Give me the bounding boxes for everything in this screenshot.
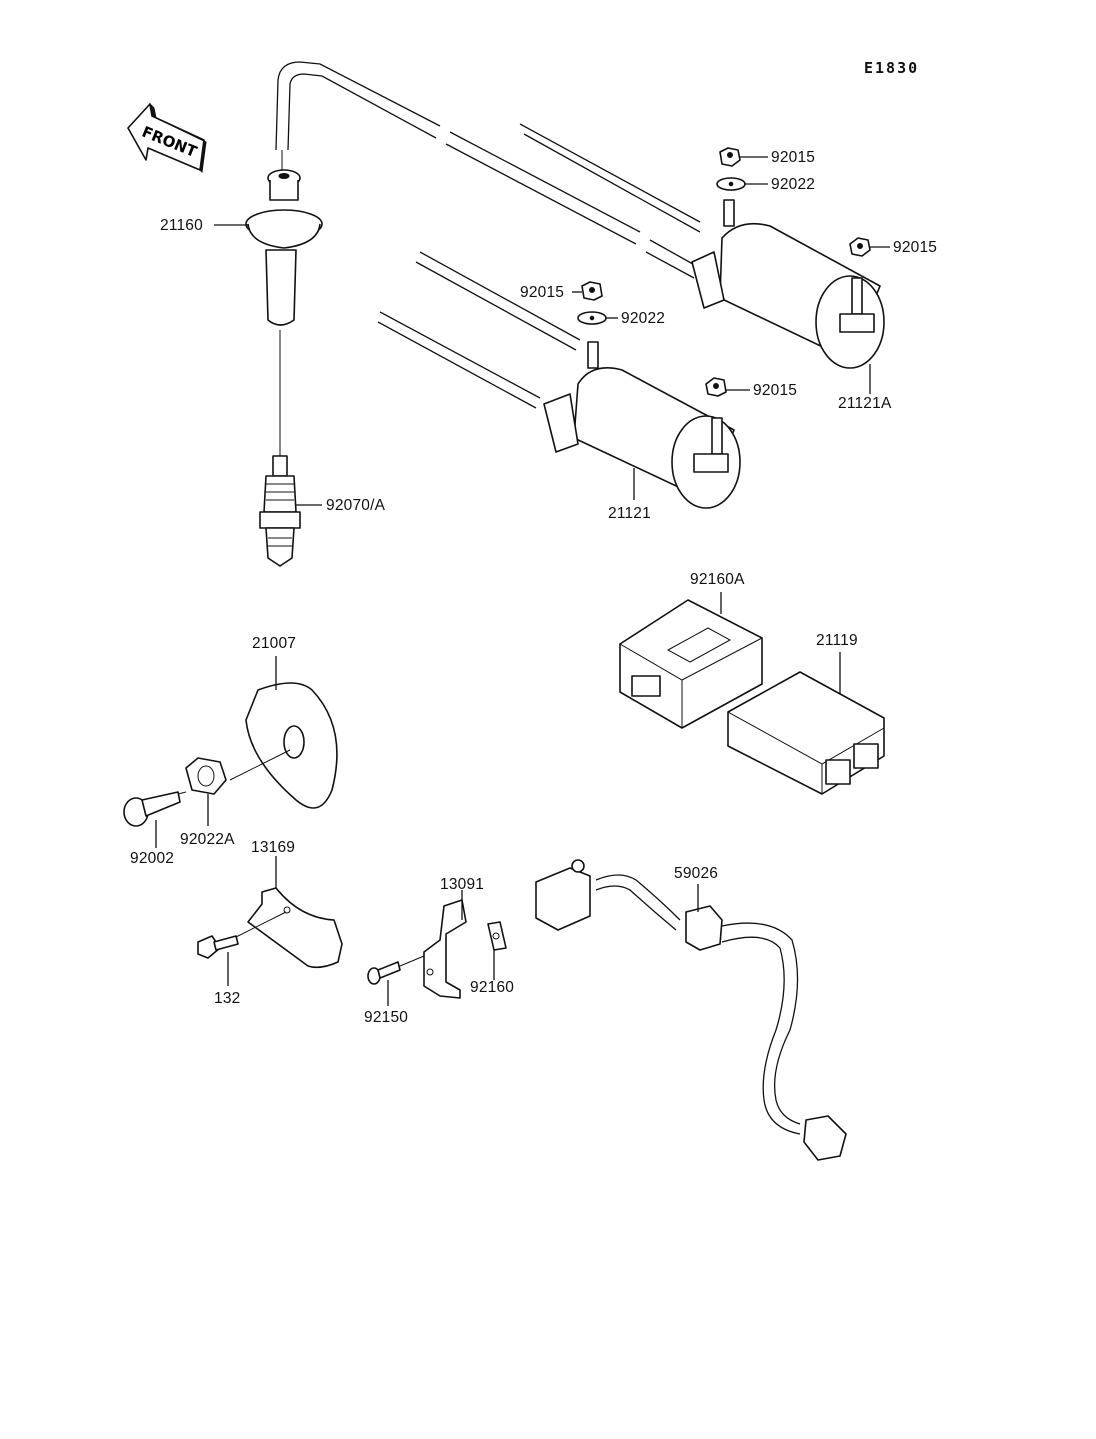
part-label-92160: 92160 xyxy=(470,979,515,996)
part-label-92022-lower: 92022 xyxy=(621,310,666,327)
bolt-132 xyxy=(197,935,239,959)
part-label-92015-upper-top: 92015 xyxy=(771,149,816,166)
nut-92015-lower-rear xyxy=(705,377,727,397)
spark-plug-cap xyxy=(245,169,323,326)
pickup-coil xyxy=(535,859,847,1161)
washer-92022-upper xyxy=(716,177,746,191)
part-label-13091: 13091 xyxy=(440,876,485,893)
leader-lines xyxy=(155,156,890,1006)
nut-92022A xyxy=(185,757,227,795)
part-label-21007: 21007 xyxy=(252,635,297,652)
part-label-59026: 59026 xyxy=(674,865,719,882)
part-label-21121a: 21121A xyxy=(838,395,892,412)
bracket-13169 xyxy=(233,887,343,969)
screw-92150 xyxy=(367,955,425,985)
part-label-92015-lower-top: 92015 xyxy=(520,284,565,301)
nut-92015-lower-top xyxy=(581,281,603,301)
part-label-92015-upper-rear: 92015 xyxy=(893,239,938,256)
nut-92015-upper-rear xyxy=(849,237,871,257)
holder-13091 xyxy=(423,899,467,999)
part-label-92022-upper: 92022 xyxy=(771,176,816,193)
part-label-92015-lower-rear: 92015 xyxy=(753,382,798,399)
front-arrow-icon: FRONT xyxy=(127,102,207,174)
timing-rotor xyxy=(229,682,338,809)
ignition-coil-front xyxy=(543,341,741,509)
washer-92022-lower xyxy=(577,311,607,325)
part-label-21119: 21119 xyxy=(816,632,858,649)
nut-92015-upper-top xyxy=(719,147,741,167)
ht-lead xyxy=(275,61,701,456)
part-label-92150: 92150 xyxy=(364,1009,409,1026)
part-label-92160a: 92160A xyxy=(690,571,745,588)
part-label-92022a: 92022A xyxy=(180,831,235,848)
plate-92160 xyxy=(487,921,507,951)
part-label-132: 132 xyxy=(214,990,241,1007)
part-label-13169: 13169 xyxy=(251,839,296,856)
spark-plug xyxy=(259,455,301,567)
bolt-92002 xyxy=(123,791,187,827)
part-label-92070-a: 92070/A xyxy=(326,497,386,514)
figure-reference-code: E1830 xyxy=(864,59,920,77)
part-label-21160: 21160 xyxy=(160,217,203,234)
part-label-92002: 92002 xyxy=(130,850,175,867)
igniter-unit xyxy=(727,671,885,795)
ignition-coil-rear xyxy=(691,199,885,369)
igniter-cover xyxy=(619,599,763,729)
part-label-21121: 21121 xyxy=(608,505,651,522)
